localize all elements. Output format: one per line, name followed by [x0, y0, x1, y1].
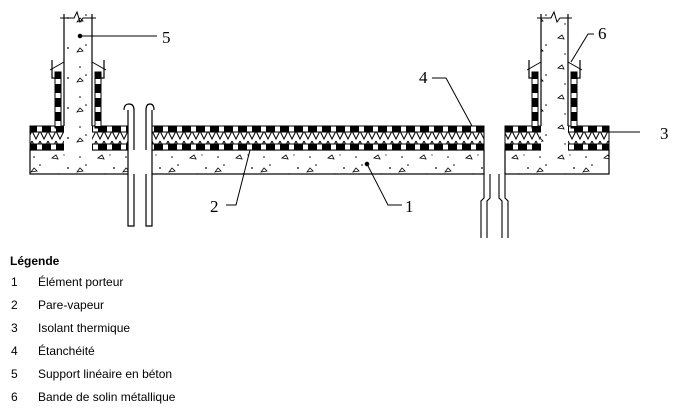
- callout-number-4: 4: [419, 68, 428, 87]
- concrete-slab: [29, 149, 610, 175]
- legend-item-number: 6: [11, 390, 18, 404]
- legend-item-number: 3: [11, 321, 18, 335]
- legend-title: Légende: [10, 254, 60, 268]
- callout-leaders: [77, 33, 640, 206]
- callout-number-5: 5: [162, 28, 171, 47]
- legend-item-label: Élément porteur: [38, 275, 124, 289]
- right-expansion-joint: [480, 174, 509, 238]
- vapour-barrier-layer: [29, 143, 610, 151]
- legend-item-number: 1: [11, 275, 18, 289]
- callout-number-6: 6: [598, 24, 607, 43]
- waterproofing-layer: [29, 125, 610, 133]
- legend-item-label: Étanchéité: [38, 344, 95, 358]
- callout-number-1: 1: [405, 197, 414, 216]
- legend-item-label: Support linéaire en béton: [38, 367, 173, 381]
- legend-item-label: Bande de solin métallique: [38, 390, 176, 404]
- legend-item-number: 4: [11, 344, 18, 358]
- left-concrete-upstand: [49, 10, 107, 154]
- legend-item-number: 5: [11, 367, 18, 381]
- legend-item-label: Pare-vapeur: [38, 298, 105, 312]
- left-expansion-joint: [123, 103, 155, 227]
- legend-item-number: 2: [11, 298, 18, 312]
- right-concrete-upstand: [526, 10, 583, 154]
- roof-section-diagram: 1 2 3 4 5 6: [29, 10, 669, 238]
- legend-item-label: Isolant thermique: [38, 321, 131, 335]
- insulation-layer: [29, 131, 610, 145]
- callout-number-3: 3: [660, 124, 669, 143]
- callout-number-2: 2: [210, 197, 219, 216]
